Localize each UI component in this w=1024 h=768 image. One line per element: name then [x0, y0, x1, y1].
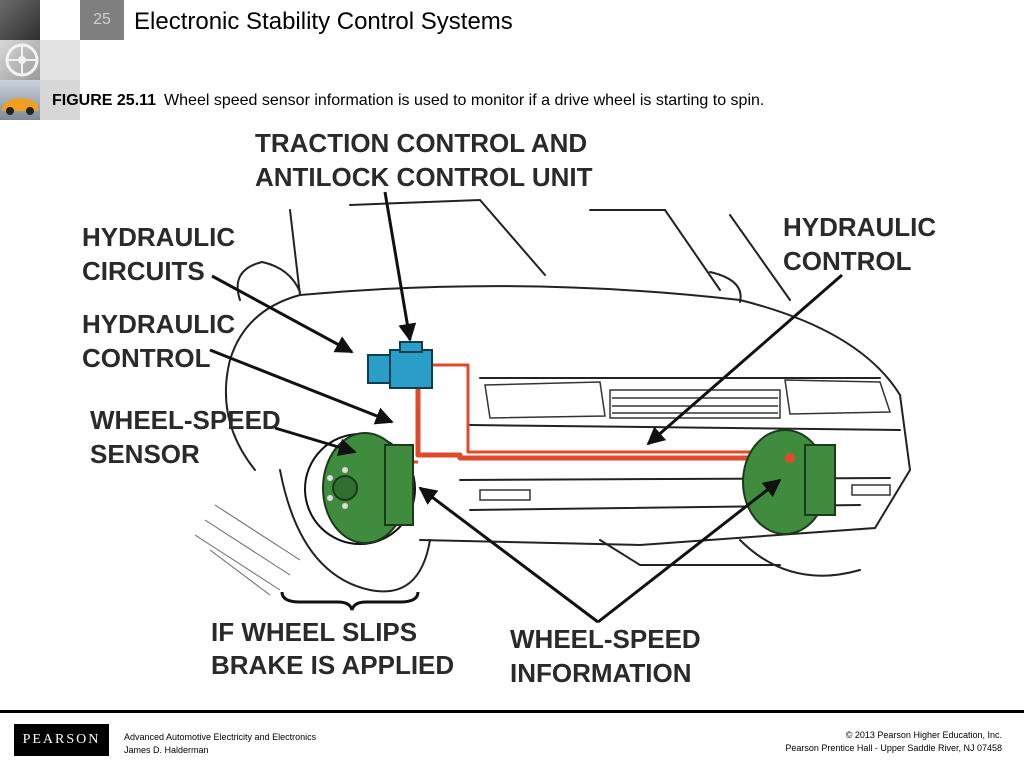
label-traction-control-unit-line2: ANTILOCK CONTROL UNIT: [255, 162, 593, 192]
label-wheel-speed-sensor-line2: SENSOR: [90, 439, 200, 469]
footer-book-info: Advanced Automotive Electricity and Elec…: [124, 731, 316, 757]
footer-copyright: © 2013 Pearson Higher Education, Inc.: [845, 730, 1002, 740]
label-wheel-speed-sensor-line1: WHEEL-SPEED: [90, 405, 281, 435]
fog-lights: [479, 484, 891, 501]
pearson-logo: PEARSON: [14, 724, 109, 756]
leader-arrows: [209, 191, 843, 624]
brake-line-to-left-wheel: [415, 365, 790, 461]
footer-publisher: Pearson Prentice Hall - Upper Saddle Riv…: [785, 743, 1002, 753]
header-decor-tile-lower: [40, 80, 80, 120]
figure-caption-text: Wheel speed sensor information is used t…: [164, 92, 765, 109]
sports-car-thumbnail-graphic: [2, 98, 38, 115]
footer-book-title: Advanced Automotive Electricity and Elec…: [124, 732, 317, 742]
grille: [609, 389, 781, 419]
wheel-thumbnail-graphic: [5, 43, 39, 77]
brake-bracket: [280, 591, 420, 611]
chapter-number-badge: 25: [80, 0, 124, 40]
headlights: [484, 379, 892, 419]
slide-title: Electronic Stability Control Systems: [134, 8, 513, 35]
left-brake-assembly: [304, 432, 416, 545]
label-traction-control-unit-line1: TRACTION CONTROL AND: [255, 128, 587, 158]
label-hydraulic-control-left-line1: HYDRAULIC: [82, 309, 235, 339]
label-hydraulic-circuits-line2: CIRCUITS: [82, 256, 205, 286]
header-decor-tile: [40, 40, 80, 80]
header-thumbnail-sports-car: [0, 80, 40, 120]
label-if-wheel-slips-line1: IF WHEEL SLIPS: [211, 617, 417, 647]
label-hydraulic-control-right-line1: HYDRAULIC: [783, 212, 936, 242]
header-thumbnail-car-interior: [0, 0, 40, 40]
label-wheel-speed-information-line1: WHEEL-SPEED: [510, 624, 701, 654]
brake-line-to-right-wheel: [418, 363, 790, 454]
label-hydraulic-control-right-line2: CONTROL: [783, 246, 912, 276]
tire-tracks: [194, 504, 301, 596]
chapter-number: 25: [93, 11, 111, 28]
label-if-wheel-slips-line2: BRAKE IS APPLIED: [211, 650, 454, 680]
header-thumbnail-wheel: [0, 40, 40, 80]
traction-control-unit: [367, 341, 433, 389]
footer-rule: [0, 710, 1024, 713]
footer-copyright-info: © 2013 Pearson Higher Education, Inc. Pe…: [785, 729, 1002, 755]
car-outline: [224, 198, 912, 593]
right-brake-assembly: [742, 429, 836, 535]
footer-author: James D. Halderman: [124, 745, 209, 755]
esc-diagram: TRACTION CONTROL AND ANTILOCK CONTROL UN…: [82, 128, 936, 688]
label-hydraulic-circuits-line1: HYDRAULIC: [82, 222, 235, 252]
label-wheel-speed-information-line2: INFORMATION: [510, 658, 692, 688]
figure-id: FIGURE 25.11: [52, 92, 157, 109]
label-hydraulic-control-left-line2: CONTROL: [82, 343, 211, 373]
figure-caption: FIGURE 25.11 Wheel speed sensor informati…: [52, 92, 764, 110]
